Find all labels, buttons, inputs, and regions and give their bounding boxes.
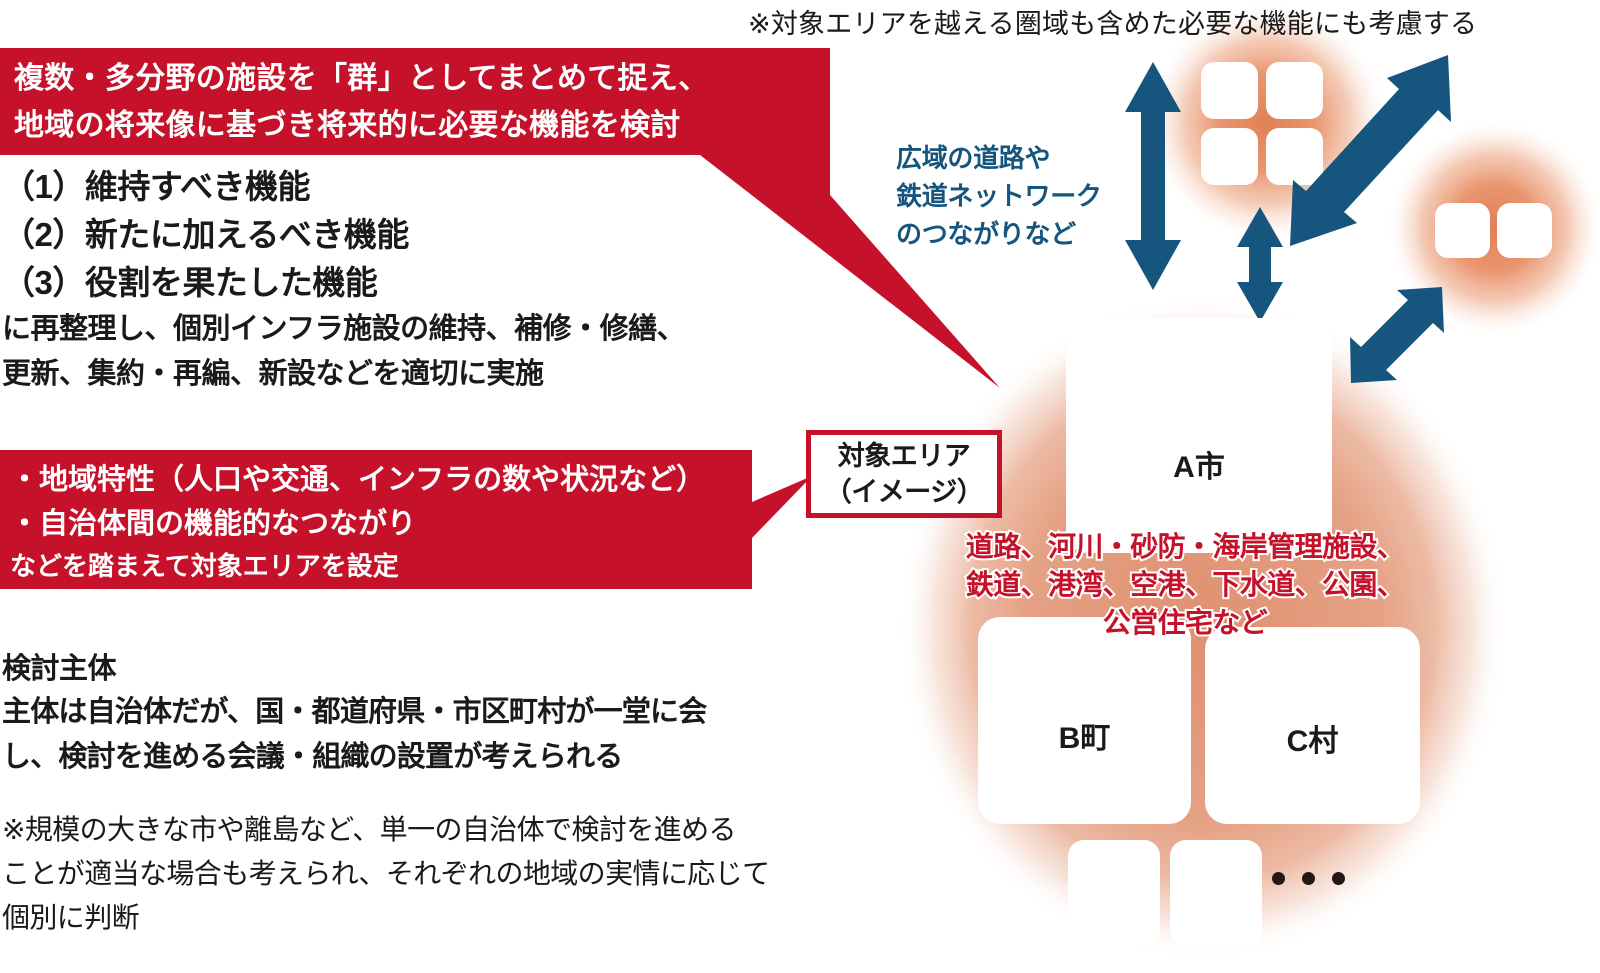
municipality-tile-unlabeled-1: [1068, 840, 1160, 946]
municipality-tile-b: B町: [978, 617, 1191, 824]
ellipsis-dots-icon: [1272, 872, 1345, 885]
wide-area-network-label-line-3: のつながりなど: [896, 219, 1076, 249]
infrastructure-list-text: 道路、河川・砂防・海岸管理施設、 鉄道、港湾、空港、下水道、公園、 公営住宅など: [930, 528, 1440, 642]
function-list-tail-2: 更新、集約・再編、新設などを適切に実施: [2, 358, 544, 390]
double-arrow-vertical-short-icon: [1237, 207, 1283, 322]
top-note-text: ※対象エリアを越える圏域も含めた必要な機能にも考慮する: [748, 9, 1478, 39]
double-arrow-diagonal-long-icon: [1290, 55, 1451, 246]
satellite-group-right: [1435, 203, 1552, 258]
red-callout-2-line-2: ・自治体間の機能的なつながり: [10, 508, 417, 540]
infrastructure-line-1: 道路、河川・砂防・海岸管理施設、: [964, 529, 1407, 564]
red-callout-2-line-1: ・地域特性（人口や交通、インフラの数や状況など）: [10, 464, 706, 496]
subject-block: 検討主体 主体は自治体だが、国・都道府県・市区町村が一堂に会 し、検討を進める会…: [2, 648, 832, 780]
target-area-callout-line-2: （イメージ）: [824, 477, 984, 507]
target-area-callout-box: 対象エリア （イメージ）: [806, 430, 1002, 518]
subject-heading: 検討主体: [2, 653, 117, 685]
infrastructure-line-3: 公営住宅など: [1101, 605, 1270, 640]
red-callout-1-line-1: 複数・多分野の施設を「群」としてまとめて捉え、: [14, 62, 709, 95]
bottom-note-block: ※規模の大きな市や離島など、単一の自治体で検討を進める ことが適当な場合も考えら…: [2, 808, 882, 940]
municipality-tile-c-label: C村: [1286, 724, 1339, 758]
red-callout-2-line-3: などを踏まえて対象エリアを設定: [10, 551, 399, 581]
subject-paragraph-line-2: し、検討を進める会議・組織の設置が考えられる: [2, 741, 623, 773]
red-callout-box-1: 複数・多分野の施設を「群」としてまとめて捉え、 地域の将来像に基づき将来的に必要…: [0, 48, 830, 155]
red-callout-box-2: ・地域特性（人口や交通、インフラの数や状況など） ・自治体間の機能的なつながり …: [0, 450, 752, 589]
red-callout-2-tail: [752, 476, 812, 538]
bottom-note-line-2: ことが適当な場合も考えられ、それぞれの地域の実情に応じて: [2, 858, 770, 889]
function-list-item-2: （2）新たに加えるべき機能: [2, 216, 409, 253]
municipality-tile-a: A市: [1066, 318, 1332, 553]
municipality-tile-unlabeled-2: [1170, 840, 1262, 946]
ellipsis-dot-2: [1302, 872, 1315, 885]
double-arrow-vertical-long-icon: [1125, 62, 1181, 290]
wide-area-network-label-line-1: 広域の道路や: [896, 143, 1051, 173]
wide-area-network-label: 広域の道路や 鉄道ネットワーク のつながりなど: [896, 139, 1102, 253]
municipality-tile-b-label: B町: [1058, 721, 1111, 755]
satellite-group-upper: [1201, 62, 1323, 185]
function-list-block: （1）維持すべき機能 （2）新たに加えるべき機能 （3）役割を果たした機能 に再…: [2, 163, 802, 397]
function-list-item-3: （3）役割を果たした機能: [2, 264, 378, 301]
wide-area-network-label-line-2: 鉄道ネットワーク: [896, 181, 1102, 211]
ellipsis-dot-3: [1332, 872, 1345, 885]
subject-paragraph-line-1: 主体は自治体だが、国・都道府県・市区町村が一堂に会: [2, 696, 707, 728]
double-arrow-diagonal-short-icon: [1350, 287, 1444, 383]
infrastructure-line-2: 鉄道、港湾、空港、下水道、公園、: [964, 567, 1407, 602]
function-list-tail-1: に再整理し、個別インフラ施設の維持、補修・修繕、: [2, 313, 686, 345]
red-callout-1-line-2: 地域の将来像に基づき将来的に必要な機能を検討: [14, 109, 681, 142]
ellipsis-dot-1: [1272, 872, 1285, 885]
bottom-note-line-3: 個別に判断: [2, 902, 140, 933]
satellite-glow-right: [1387, 120, 1600, 336]
bottom-note-line-1: ※規模の大きな市や離島など、単一の自治体で検討を進める: [2, 814, 736, 845]
function-list-item-1: （1）維持すべき機能: [2, 168, 311, 205]
target-area-callout-line-1: 対象エリア: [837, 441, 971, 471]
municipality-tile-a-label: A市: [1173, 450, 1225, 484]
municipality-tile-c: C村: [1205, 627, 1420, 824]
